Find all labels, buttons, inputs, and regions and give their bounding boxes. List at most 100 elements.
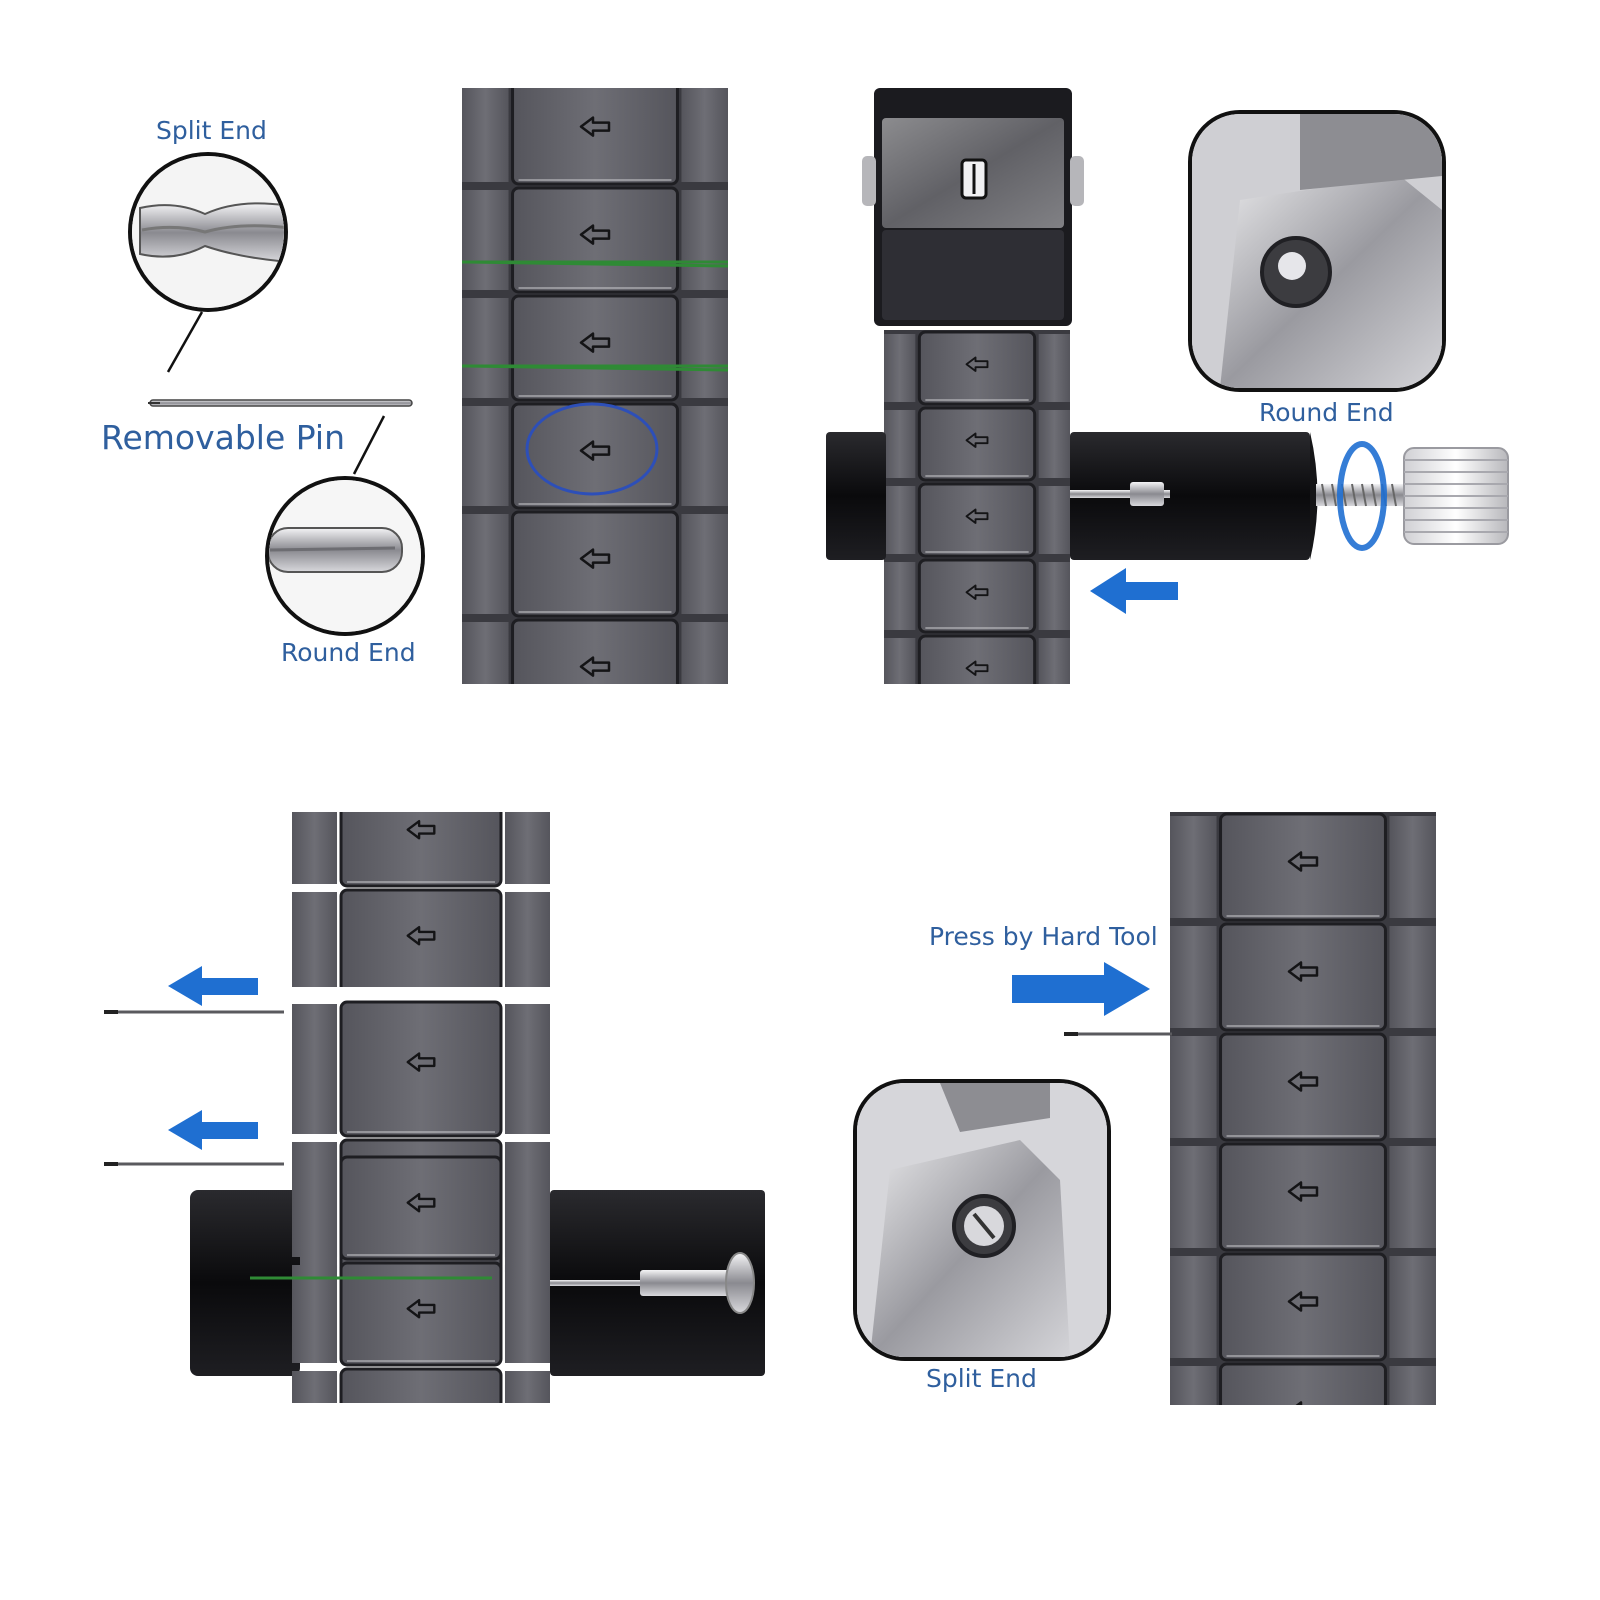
band-links	[884, 330, 1070, 684]
band-link-center	[1219, 1032, 1387, 1142]
band-link-side	[462, 514, 509, 614]
band-link-side	[884, 638, 916, 684]
pin-out-arrow-icon-1	[168, 966, 258, 1006]
link-arrow-icon	[1295, 1401, 1303, 1405]
band-links	[1170, 812, 1436, 1405]
band-links	[292, 1155, 550, 1423]
panel-1-pin-overview	[128, 88, 729, 684]
band-link-side	[1038, 562, 1070, 630]
band-strip-3a	[292, 812, 550, 987]
link-arrow-icon	[406, 925, 436, 946]
band-link-center	[339, 1367, 503, 1403]
band-link-center	[511, 510, 679, 618]
band-link-side	[1170, 1036, 1217, 1138]
link-arrow-icon	[965, 356, 989, 372]
band-link-side	[884, 486, 916, 554]
band-link-side	[292, 812, 338, 884]
round-end-label: Round End	[281, 638, 416, 667]
band-link-center	[1219, 1362, 1387, 1405]
band-link-side	[681, 190, 728, 290]
link-arrow-icon	[579, 656, 611, 677]
band-link-side	[504, 1004, 550, 1134]
band-link-side	[681, 88, 728, 182]
split-end-label: Split End	[156, 116, 267, 145]
link-arrow-icon	[406, 1052, 436, 1072]
band-link-side	[462, 88, 509, 182]
link-arrow-icon	[965, 584, 989, 600]
band-links	[292, 812, 550, 987]
band-strip-3c	[292, 1155, 550, 1423]
link-arrow-icon	[406, 1298, 436, 1319]
panel-3-pins-removed	[104, 812, 765, 1423]
band-strip-2	[884, 330, 1070, 684]
link-arrow-icon	[1287, 961, 1319, 982]
band-link-side	[1170, 926, 1217, 1028]
band-link-side	[884, 410, 916, 478]
link-arrow-icon	[1287, 1291, 1319, 1312]
band-link-center	[511, 618, 679, 684]
link-arrow-icon	[579, 332, 611, 353]
panel-2-tool-push	[826, 88, 1509, 684]
band-link-center	[917, 634, 1037, 684]
band-link-side	[1038, 638, 1070, 684]
band-link-side	[292, 1004, 338, 1134]
band-link-side	[1389, 816, 1436, 918]
link-arrow-icon	[579, 116, 611, 137]
band-link-side	[462, 190, 509, 290]
band-link-side	[1038, 334, 1070, 402]
link-arrow-icon	[1287, 851, 1319, 872]
link-arrow-icon	[579, 548, 611, 569]
round-end-hole-inset-icon	[1192, 114, 1442, 388]
band-link-side	[1170, 1366, 1217, 1405]
arrow-highlight-circle	[525, 402, 659, 496]
green-pin-highlight-1	[462, 260, 729, 268]
band-link-side	[1389, 1036, 1436, 1138]
band-link-center	[511, 402, 679, 510]
link-arrow-icon	[406, 1192, 436, 1213]
rotate-arrow-icon	[1337, 441, 1387, 551]
band-link-side	[1389, 1366, 1436, 1405]
pin-out-arrow-icon-2	[168, 1110, 258, 1150]
band-link-side	[1038, 410, 1070, 478]
band-link-center	[1219, 922, 1387, 1032]
link-arrow-icon	[965, 432, 989, 448]
link-arrow-icon	[579, 440, 611, 461]
band-link-side	[1170, 1256, 1217, 1358]
band-link-center	[511, 186, 679, 294]
panel-4-press-pin	[853, 812, 1436, 1405]
band-link-side	[462, 406, 509, 506]
band-link-side	[504, 1265, 550, 1363]
link-arrow-icon	[1287, 1181, 1319, 1202]
band-link-side	[681, 622, 728, 684]
band-link-center	[511, 294, 679, 402]
split-end-hole-inset-icon	[857, 1083, 1107, 1357]
link-arrow-icon	[408, 1406, 435, 1423]
green-pin-highlight-2	[462, 364, 729, 372]
band-link-side	[1038, 486, 1070, 554]
band-link-center	[339, 888, 503, 987]
round-end-leader-line	[352, 415, 386, 475]
band-link-center	[1219, 812, 1387, 922]
band-link-side	[462, 298, 509, 398]
band-link-center	[1219, 1142, 1387, 1252]
link-arrow-icon	[965, 508, 989, 524]
band-link-center	[339, 812, 503, 888]
pin-removal-tool-icon	[826, 432, 1509, 560]
band-link-side	[462, 622, 509, 684]
band-link-side	[504, 1159, 550, 1257]
split-end-leader-line	[166, 311, 204, 373]
band-strip-1	[462, 88, 728, 684]
band-link-center	[339, 1000, 503, 1138]
band-link-side	[884, 562, 916, 630]
band-link-side	[292, 1265, 338, 1363]
band-link-center	[511, 88, 679, 186]
press-by-hard-tool-label: Press by Hard Tool	[929, 922, 1158, 951]
removable-pin-label: Removable Pin	[101, 418, 346, 457]
band-link-side	[1170, 816, 1217, 918]
link-arrow-icon	[965, 660, 989, 676]
band-link-side	[681, 298, 728, 398]
press-right-arrow-icon	[1012, 962, 1150, 1016]
deployment-clasp	[862, 88, 1084, 326]
link-arrow-icon	[1287, 1071, 1319, 1092]
